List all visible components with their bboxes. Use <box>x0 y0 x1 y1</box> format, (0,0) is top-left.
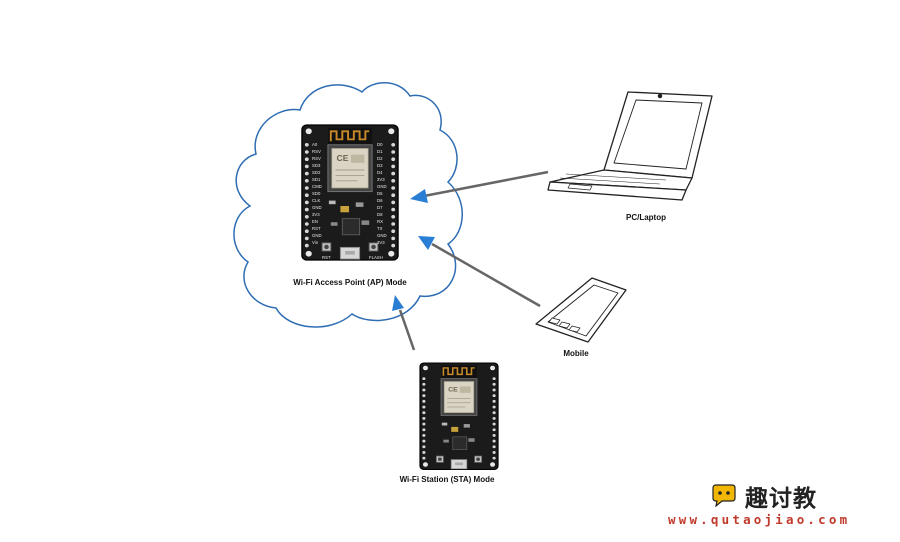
ap-board-pins-left: A0 RSV RSV SD3 SD2 SD1 CMD SD0 CLK GND 3… <box>312 142 322 245</box>
arrow-mobile-to-ap <box>418 236 541 308</box>
watermark-url: www.qutaojiao.com <box>668 512 851 527</box>
pin-label-left: GND <box>312 205 322 210</box>
pin-label-right: D1 <box>377 149 383 154</box>
pin-label-left: 3V3 <box>312 212 320 217</box>
pin-label-right: D5 <box>377 191 383 196</box>
pin-label-left: SD3 <box>312 163 321 168</box>
pin-label-left: RST <box>312 226 321 231</box>
pin-label-left: CLK <box>312 198 320 203</box>
sta-mode-label: Wi-Fi Station (STA) Mode <box>400 475 495 484</box>
pin-label-left: GND <box>312 233 322 238</box>
mobile-icon <box>535 277 627 343</box>
pin-label-left: A0 <box>312 142 318 147</box>
pin-label-left: SD1 <box>312 177 321 182</box>
pc-label: PC/Laptop <box>626 213 666 222</box>
watermark-name: 趣讨教 <box>745 486 817 512</box>
pin-label-right: D3 <box>377 163 383 168</box>
pin-label-right: GND <box>377 233 387 238</box>
ap-flash-label: FLASH <box>369 255 383 260</box>
pin-label-right: RX <box>377 219 383 224</box>
pin-label-right: D4 <box>377 170 383 175</box>
pin-label-left: SD0 <box>312 191 321 196</box>
pin-label-right: D8 <box>377 212 383 217</box>
pin-label-left: CMD <box>312 184 322 189</box>
pin-label-left: SD2 <box>312 170 321 175</box>
pin-label-right: D7 <box>377 205 383 210</box>
pin-label-right: D2 <box>377 156 383 161</box>
ap-mode-label: Wi-Fi Access Point (AP) Mode <box>293 278 407 287</box>
pin-label-left: Vin <box>312 240 319 245</box>
pin-label-left: RSV <box>312 149 321 154</box>
pin-label-right: 3V3 <box>377 177 385 182</box>
pin-label-right: D6 <box>377 198 383 203</box>
arrow-pc-to-ap <box>410 170 549 203</box>
chat-bubble-icon <box>712 484 736 507</box>
pin-label-left: RSV <box>312 156 321 161</box>
pin-label-right: 3V3 <box>377 240 385 245</box>
pin-label-right: TX <box>377 226 383 231</box>
sta-board <box>419 362 499 471</box>
arrow-sta-to-ap <box>392 295 416 351</box>
mobile-label: Mobile <box>563 349 589 358</box>
ap-rst-label: RST <box>322 255 331 260</box>
pin-label-right: GND <box>377 184 387 189</box>
ap-board-pins-right: D0 D1 D2 D3 D4 3V3 GND D5 D6 D7 D8 RX TX… <box>377 142 387 245</box>
pin-label-left: EN <box>312 219 318 224</box>
pin-label-right: D0 <box>377 142 383 147</box>
laptop-icon <box>547 91 713 201</box>
